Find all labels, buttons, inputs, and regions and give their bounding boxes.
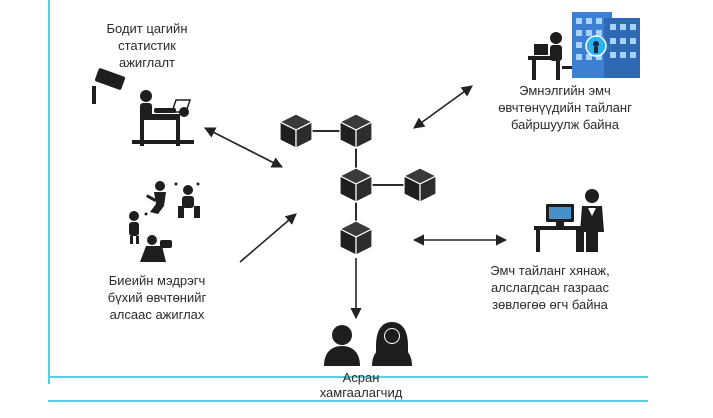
caregivers-label: Асран хамгаалагчид — [319, 370, 403, 400]
arrow-hospital — [413, 85, 473, 129]
hospital-building-icon — [528, 12, 640, 80]
arrow-sensors — [239, 213, 297, 263]
blockchain-cube-icon — [279, 113, 313, 149]
hospital-label: Эмнэлгийн эмч өвчтөнүүдийн тайланг байрш… — [498, 83, 632, 132]
doctor-at-computer-icon — [534, 189, 604, 252]
surveillance-camera-monitoring-icon — [92, 68, 194, 146]
blockchain-cube-icon — [403, 167, 437, 203]
frame-bottom-line-2 — [48, 400, 648, 402]
frame-bottom-line-1 — [48, 376, 648, 378]
blockchain-cube-icon — [339, 113, 373, 149]
arrow-stats — [204, 127, 283, 168]
caregivers-couple-icon — [324, 322, 412, 366]
blockchain-cube-icon — [339, 220, 373, 256]
blockchain-cube-icon — [339, 167, 373, 203]
sensors-label: Биеийн мэдрэгч бүхий өвчтөнийг алсаас аж… — [107, 273, 207, 322]
doctor-label: Эмч тайланг хянаж, алслагдсан газраас зө… — [490, 263, 610, 312]
patients-with-sensors-icon — [129, 181, 200, 262]
stats-label: Бодит цагийн статистик ажиглалт — [106, 21, 188, 70]
frame-left-line — [48, 0, 50, 384]
